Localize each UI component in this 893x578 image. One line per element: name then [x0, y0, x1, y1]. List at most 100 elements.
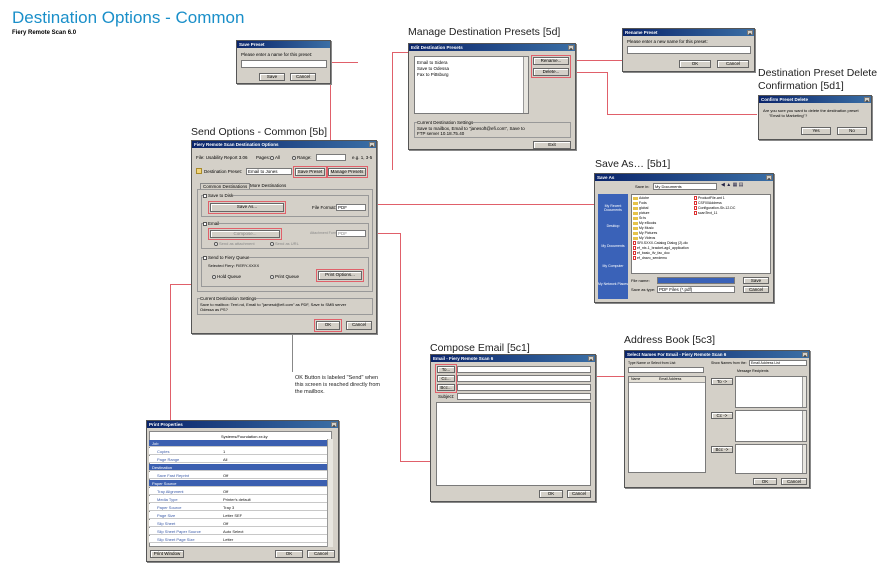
- property-category-row[interactable]: Paper Source: [149, 480, 330, 487]
- cc-input[interactable]: [457, 375, 591, 382]
- preset-select[interactable]: Email to Jones: [246, 168, 292, 175]
- address-list[interactable]: Name Email Address: [628, 376, 706, 473]
- places-computer[interactable]: My Computer: [602, 264, 624, 268]
- compose-button[interactable]: Compose...: [210, 230, 280, 238]
- tab-common[interactable]: Common Destinations: [200, 183, 251, 189]
- cancel-button[interactable]: Cancel: [307, 550, 335, 558]
- list-item[interactable]: ef_dravo_sendemu: [633, 256, 667, 261]
- attachment-format-select[interactable]: PDF: [336, 230, 366, 237]
- message-body-input[interactable]: [436, 402, 591, 486]
- list-item[interactable]: ProductFile-ant 1: [694, 196, 725, 201]
- pages-all-radio[interactable]: All: [270, 155, 280, 160]
- to-button[interactable]: To...: [437, 366, 455, 373]
- rename-button[interactable]: Rename...: [533, 57, 569, 65]
- save-preset-button[interactable]: Save Preset: [295, 168, 325, 176]
- close-icon[interactable]: ×: [864, 97, 870, 103]
- scrollbar[interactable]: [327, 439, 333, 547]
- close-icon[interactable]: ×: [331, 422, 337, 428]
- list-item[interactable]: scanText_11: [694, 211, 717, 216]
- pages-range-radio[interactable]: Range:: [292, 155, 312, 160]
- close-icon[interactable]: ×: [369, 142, 375, 148]
- list-item[interactable]: My eBooks: [633, 221, 656, 226]
- ok-button[interactable]: OK: [679, 60, 711, 68]
- name-search-input[interactable]: [628, 367, 704, 373]
- ok-button[interactable]: OK: [539, 490, 563, 498]
- list-item[interactable]: Fax to Pittsburg: [417, 72, 449, 77]
- list-item[interactable]: My Videos: [633, 236, 655, 241]
- col-email-header[interactable]: Email Address: [659, 377, 682, 381]
- bcc-button[interactable]: Bcc...: [437, 384, 455, 391]
- list-item[interactable]: ef_basic_ifv_fac_doc: [633, 251, 670, 256]
- preset-list[interactable]: Email to Sidera Save to Odessa Fax to Pi…: [414, 56, 529, 114]
- subject-input[interactable]: [457, 393, 591, 400]
- send-url-radio[interactable]: Send as URL: [270, 241, 299, 246]
- bcc-input[interactable]: [457, 384, 591, 391]
- save-button[interactable]: Save: [743, 277, 769, 284]
- hold-queue-radio[interactable]: Hold Queue: [212, 274, 241, 279]
- places-network[interactable]: My Network Places: [598, 282, 628, 286]
- list-item[interactable]: Fods: [633, 201, 647, 206]
- list-item[interactable]: SRI.SXXX.Catalog Dialog (2)-dic: [633, 241, 688, 246]
- save-button[interactable]: Save: [259, 73, 285, 81]
- cancel-button[interactable]: Cancel: [743, 286, 769, 293]
- to-input[interactable]: [457, 366, 591, 373]
- close-icon[interactable]: ×: [588, 356, 594, 362]
- list-item[interactable]: Adobe: [633, 196, 649, 201]
- save-type-select[interactable]: PDF Files (*.pdf): [657, 286, 735, 293]
- property-category-row[interactable]: Destination: [149, 464, 330, 471]
- property-category-row[interactable]: Job: [149, 440, 330, 447]
- preset-name-input[interactable]: [241, 60, 327, 68]
- list-item[interactable]: Save to Odessa: [417, 66, 450, 71]
- ok-button[interactable]: OK: [275, 550, 303, 558]
- list-item[interactable]: ef_ntx-1_bracket-ag4_application: [633, 246, 689, 251]
- file-list[interactable]: Adobe Fods global picture Sr.ts My eBook…: [631, 194, 771, 274]
- save-as-button[interactable]: Save As...: [210, 203, 284, 212]
- print-options-button[interactable]: Print Options...: [318, 271, 362, 280]
- no-button[interactable]: No: [837, 127, 867, 135]
- col-name-header[interactable]: Name: [631, 377, 641, 381]
- close-icon[interactable]: ×: [802, 352, 808, 358]
- list-item[interactable]: global: [633, 206, 648, 211]
- places-documents[interactable]: My Documents: [601, 244, 625, 248]
- manage-presets-button[interactable]: Manage Presets: [328, 168, 366, 176]
- bcc-recipients-list[interactable]: [735, 444, 807, 474]
- cancel-button[interactable]: Cancel: [781, 478, 807, 485]
- fiery-queue-checkbox[interactable]: Send to Fiery Queue: [203, 255, 250, 260]
- cancel-button[interactable]: Cancel: [567, 490, 591, 498]
- ok-button[interactable]: OK: [316, 321, 340, 330]
- to-recipients-list[interactable]: [735, 376, 807, 408]
- tab-more[interactable]: More Destinations: [250, 183, 287, 188]
- close-icon[interactable]: ×: [568, 45, 574, 51]
- ok-button[interactable]: OK: [753, 478, 777, 485]
- nav-toolbar-icons[interactable]: ◀ ▲ ▦ ▤: [721, 182, 744, 188]
- close-icon[interactable]: ×: [766, 175, 772, 181]
- save-in-select[interactable]: My Documents: [653, 183, 717, 190]
- list-item[interactable]: picture: [633, 211, 650, 216]
- list-item[interactable]: Email to Sidera: [417, 60, 448, 65]
- range-input[interactable]: [316, 154, 346, 161]
- places-recent[interactable]: My Recent Documents: [604, 204, 622, 212]
- cancel-button[interactable]: Cancel: [346, 321, 372, 330]
- bcc-button[interactable]: Bcc ->: [711, 446, 733, 453]
- list-item[interactable]: Sr.ts: [633, 216, 646, 221]
- cc-button[interactable]: Cc...: [437, 375, 455, 382]
- list-item[interactable]: My Pictures: [633, 231, 657, 236]
- scrollbar[interactable]: [802, 377, 806, 407]
- scrollbar[interactable]: [523, 57, 528, 113]
- print-queue-radio[interactable]: Print Queue: [270, 274, 299, 279]
- yes-button[interactable]: Yes: [801, 127, 831, 135]
- to-button[interactable]: To ->: [711, 378, 733, 385]
- new-name-input[interactable]: [627, 46, 751, 54]
- save-to-disk-checkbox[interactable]: Save to Disk: [203, 193, 234, 198]
- list-item[interactable]: CSF00Address: [694, 201, 722, 206]
- cc-recipients-list[interactable]: [735, 410, 807, 442]
- scrollbar[interactable]: [802, 411, 806, 441]
- send-attachment-radio[interactable]: Send as attachment: [214, 241, 255, 246]
